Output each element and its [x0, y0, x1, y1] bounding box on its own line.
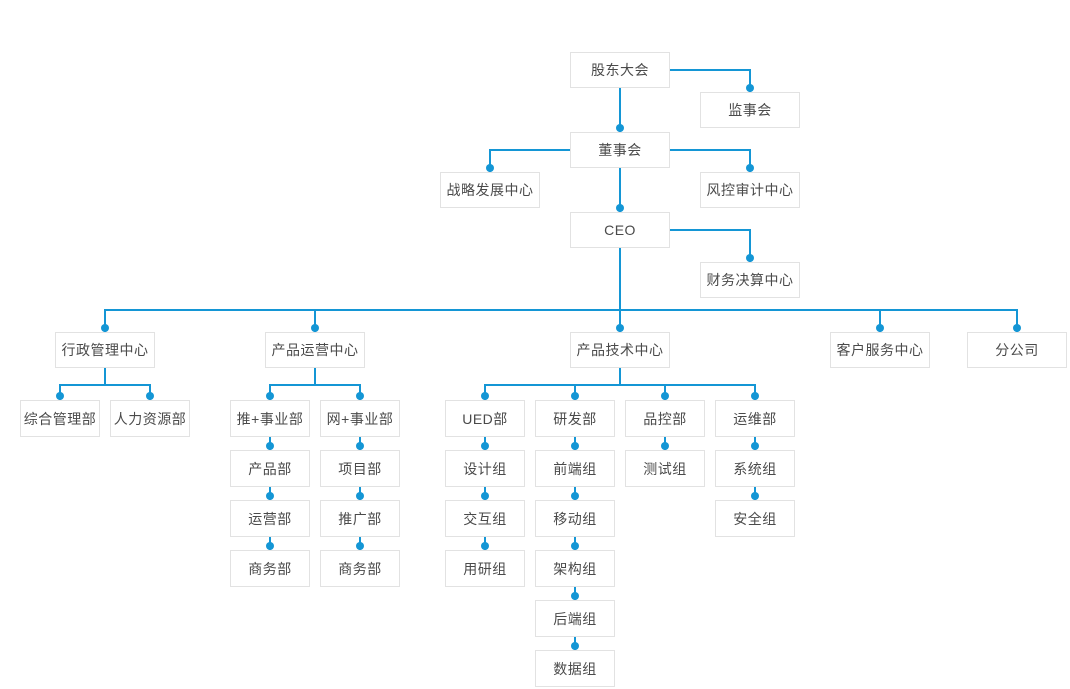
edge-admin-branch [59, 368, 151, 400]
junction-dot [616, 124, 624, 132]
node-system-team: 系统组 [715, 450, 795, 487]
node-shareholders-meeting: 股东大会 [570, 52, 670, 88]
node-board-of-directors: 董事会 [570, 132, 670, 168]
node-user-research-team: 用研组 [445, 550, 525, 587]
node-product-dept: 产品部 [230, 450, 310, 487]
node-business-dept-2: 商务部 [320, 550, 400, 587]
junction-dot [356, 492, 364, 500]
junction-dot [356, 392, 364, 400]
node-general-management-dept: 综合管理部 [20, 400, 100, 437]
edge-product-technology-branch [484, 368, 756, 400]
junction-dot [571, 442, 579, 450]
node-promotion-dept: 推广部 [320, 500, 400, 537]
edge-shareholders-to-supervisory [670, 69, 751, 92]
junction-dot [1013, 324, 1021, 332]
node-interaction-team: 交互组 [445, 500, 525, 537]
edge-ceo-to-financial [670, 229, 751, 262]
node-strategic-development-center: 战略发展中心 [440, 172, 540, 208]
junction-dot [746, 254, 754, 262]
junction-dot [146, 392, 154, 400]
edge-board-to-risk-audit [670, 149, 751, 172]
edge-board-to-strategy [489, 149, 570, 172]
junction-dot [661, 392, 669, 400]
junction-dot [751, 392, 759, 400]
edge-product-operation-branch [269, 368, 361, 400]
node-testing-team: 测试组 [625, 450, 705, 487]
junction-dot [751, 492, 759, 500]
junction-dot [266, 392, 274, 400]
node-project-dept: 项目部 [320, 450, 400, 487]
junction-dot [266, 542, 274, 550]
junction-dot [571, 542, 579, 550]
node-ops-maintenance-dept: 运维部 [715, 400, 795, 437]
junction-dot [571, 392, 579, 400]
junction-dot [571, 592, 579, 600]
node-operation-dept: 运营部 [230, 500, 310, 537]
junction-dot [481, 492, 489, 500]
junction-dot [356, 542, 364, 550]
node-rd-dept: 研发部 [535, 400, 615, 437]
junction-dot [356, 442, 364, 450]
node-architecture-team: 架构组 [535, 550, 615, 587]
node-administrative-management-center: 行政管理中心 [55, 332, 155, 368]
junction-dot [746, 84, 754, 92]
node-ued-dept: UED部 [445, 400, 525, 437]
junction-dot [616, 204, 624, 212]
junction-dot [266, 442, 274, 450]
junction-dot [746, 164, 754, 172]
junction-dot [266, 492, 274, 500]
junction-dot [481, 392, 489, 400]
junction-dot [571, 642, 579, 650]
junction-dot [481, 442, 489, 450]
node-design-team: 设计组 [445, 450, 525, 487]
node-supervisory-board: 监事会 [700, 92, 800, 128]
node-security-team: 安全组 [715, 500, 795, 537]
node-quality-control-dept: 品控部 [625, 400, 705, 437]
node-business-dept-1: 商务部 [230, 550, 310, 587]
junction-dot [751, 442, 759, 450]
node-frontend-team: 前端组 [535, 450, 615, 487]
junction-dot [101, 324, 109, 332]
node-backend-team: 后端组 [535, 600, 615, 637]
node-customer-service-center: 客户服务中心 [830, 332, 930, 368]
node-risk-control-audit-center: 风控审计中心 [700, 172, 800, 208]
node-mobile-team: 移动组 [535, 500, 615, 537]
node-human-resources-dept: 人力资源部 [110, 400, 190, 437]
node-tui-plus-business-dept: 推+事业部 [230, 400, 310, 437]
junction-dot [571, 492, 579, 500]
node-financial-accounting-center: 财务决算中心 [700, 262, 800, 298]
junction-dot [481, 542, 489, 550]
node-product-technology-center: 产品技术中心 [570, 332, 670, 368]
junction-dot [661, 442, 669, 450]
junction-dot [616, 324, 624, 332]
node-ceo: CEO [570, 212, 670, 248]
node-data-team: 数据组 [535, 650, 615, 687]
junction-dot [311, 324, 319, 332]
node-wang-plus-business-dept: 网+事业部 [320, 400, 400, 437]
junction-dot [486, 164, 494, 172]
edge-main-bus [104, 309, 1018, 332]
node-branch-company: 分公司 [967, 332, 1067, 368]
junction-dot [56, 392, 64, 400]
node-product-operation-center: 产品运营中心 [265, 332, 365, 368]
junction-dot [876, 324, 884, 332]
